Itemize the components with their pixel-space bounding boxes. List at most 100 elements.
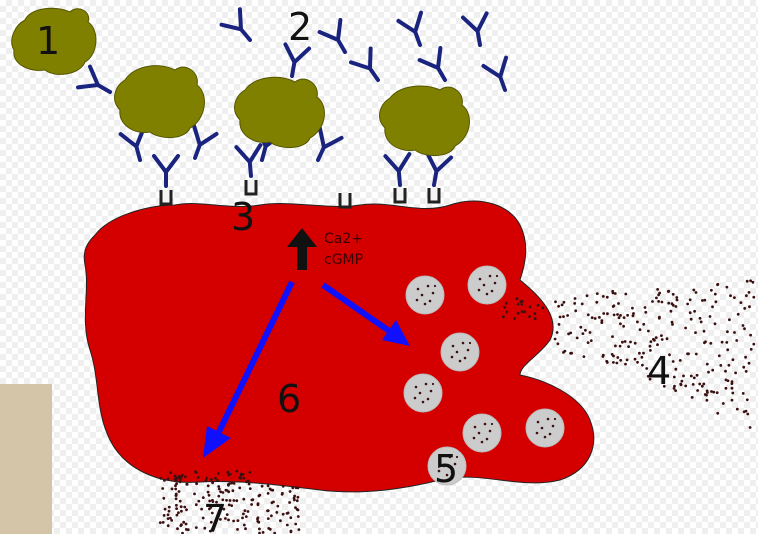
mediator-dot (634, 342, 637, 345)
label-4: 4 (647, 349, 671, 393)
mediator-dot (743, 410, 746, 413)
mediator-dot (162, 521, 165, 524)
mediator-dot (598, 316, 601, 319)
mediator-dot (666, 337, 669, 340)
mediator-dot (709, 342, 712, 345)
mediator-dot (692, 383, 695, 386)
mediator-dot (214, 477, 217, 480)
mediator-dot (179, 524, 182, 527)
mediator-dot (684, 327, 687, 330)
mediator-dot (184, 475, 187, 478)
mediator-dot (298, 528, 301, 531)
mediator-dot (624, 293, 627, 296)
label-7: 7 (203, 497, 227, 534)
mediator-dot (279, 519, 282, 522)
mediator-dot (240, 473, 243, 476)
mediator-dot (689, 298, 692, 301)
mediator-dot (700, 321, 703, 324)
mediator-dot (195, 503, 198, 506)
mediator-dot (591, 316, 594, 319)
mediator-dot (652, 338, 655, 341)
mediator-dot (569, 332, 572, 335)
mediator-dot (672, 360, 675, 363)
mediator-dot (686, 303, 689, 306)
mediator-dot (584, 329, 587, 332)
mediator-dot (602, 295, 605, 298)
mediator-dot (182, 521, 185, 524)
mediator-dot (631, 307, 634, 310)
mediator-dot (270, 514, 273, 517)
mediator-dot (658, 317, 661, 320)
mediator-dot (728, 364, 731, 367)
mediator-dot (561, 304, 564, 307)
mediator-dot (624, 363, 627, 366)
mediator-dot (502, 315, 505, 318)
mediator-dot (590, 339, 593, 342)
mediator-dot (706, 363, 709, 366)
mediator-dot (616, 313, 619, 316)
mediator-dot (681, 380, 684, 383)
mediator-dot (168, 510, 171, 513)
antigen-3 (235, 77, 325, 147)
mediator-dot (602, 354, 605, 357)
mediator-dot (595, 301, 598, 304)
mediator-dot (559, 316, 562, 319)
mediator-dot (696, 389, 699, 392)
mediator-dot (715, 300, 718, 303)
mediator-dot (733, 331, 736, 334)
mediator-dot (503, 306, 506, 309)
mediator-dot (528, 315, 531, 318)
mediator-dot (673, 385, 676, 388)
mediator-dot (211, 481, 214, 484)
mediator-dot (712, 391, 715, 394)
mediator-dot (695, 291, 698, 294)
mediator-dot (627, 345, 630, 348)
mediator-dot (167, 513, 170, 516)
mediator-dot (275, 511, 278, 514)
mediator-dot (183, 506, 186, 509)
mediator-dot (272, 501, 275, 504)
mediator-dot (596, 292, 599, 295)
mediator-dot (606, 296, 609, 299)
mediator-dot (267, 517, 270, 520)
mediator-dot (229, 499, 232, 502)
mediator-dot (175, 479, 178, 482)
mediator-dot (644, 306, 647, 309)
mediator-dot (297, 496, 300, 499)
mediator-dot (291, 486, 294, 489)
mediator-dot (185, 523, 188, 526)
mediator-dot (295, 486, 298, 489)
mediator-dot (587, 341, 590, 344)
mediator-dot (661, 301, 664, 304)
mediator-dot (619, 314, 622, 317)
mediator-dot (714, 322, 717, 325)
fc-receptor (161, 190, 171, 204)
mediator-dot (642, 323, 645, 326)
mediator-dot (622, 325, 625, 328)
mediator-dot (185, 528, 188, 531)
mediator-dot (569, 352, 572, 355)
mediator-dot (185, 508, 188, 511)
mediator-dot (542, 307, 545, 310)
mediator-dot (176, 514, 179, 517)
mediator-dot (641, 356, 644, 359)
mediator-dot (261, 485, 264, 488)
mediator-dot (711, 305, 714, 308)
mediator-dot (296, 508, 299, 511)
mediator-dot (179, 478, 182, 481)
mediator-dot (651, 300, 654, 303)
label-2: 2 (288, 5, 312, 49)
mediator-dot (752, 296, 755, 299)
mediator-dot (695, 353, 698, 356)
mediator-dot (744, 356, 747, 359)
mediator-dot (626, 359, 629, 362)
mediator-dot (178, 475, 181, 478)
mediator-dot (601, 319, 604, 322)
mediator-dot (574, 297, 577, 300)
mediator-dot (742, 324, 745, 327)
mediator-dot (164, 508, 167, 511)
mediator-dot (641, 364, 644, 367)
mediator-dot (672, 304, 675, 307)
mediator-dot (621, 341, 624, 344)
mediator-dot (228, 504, 231, 507)
